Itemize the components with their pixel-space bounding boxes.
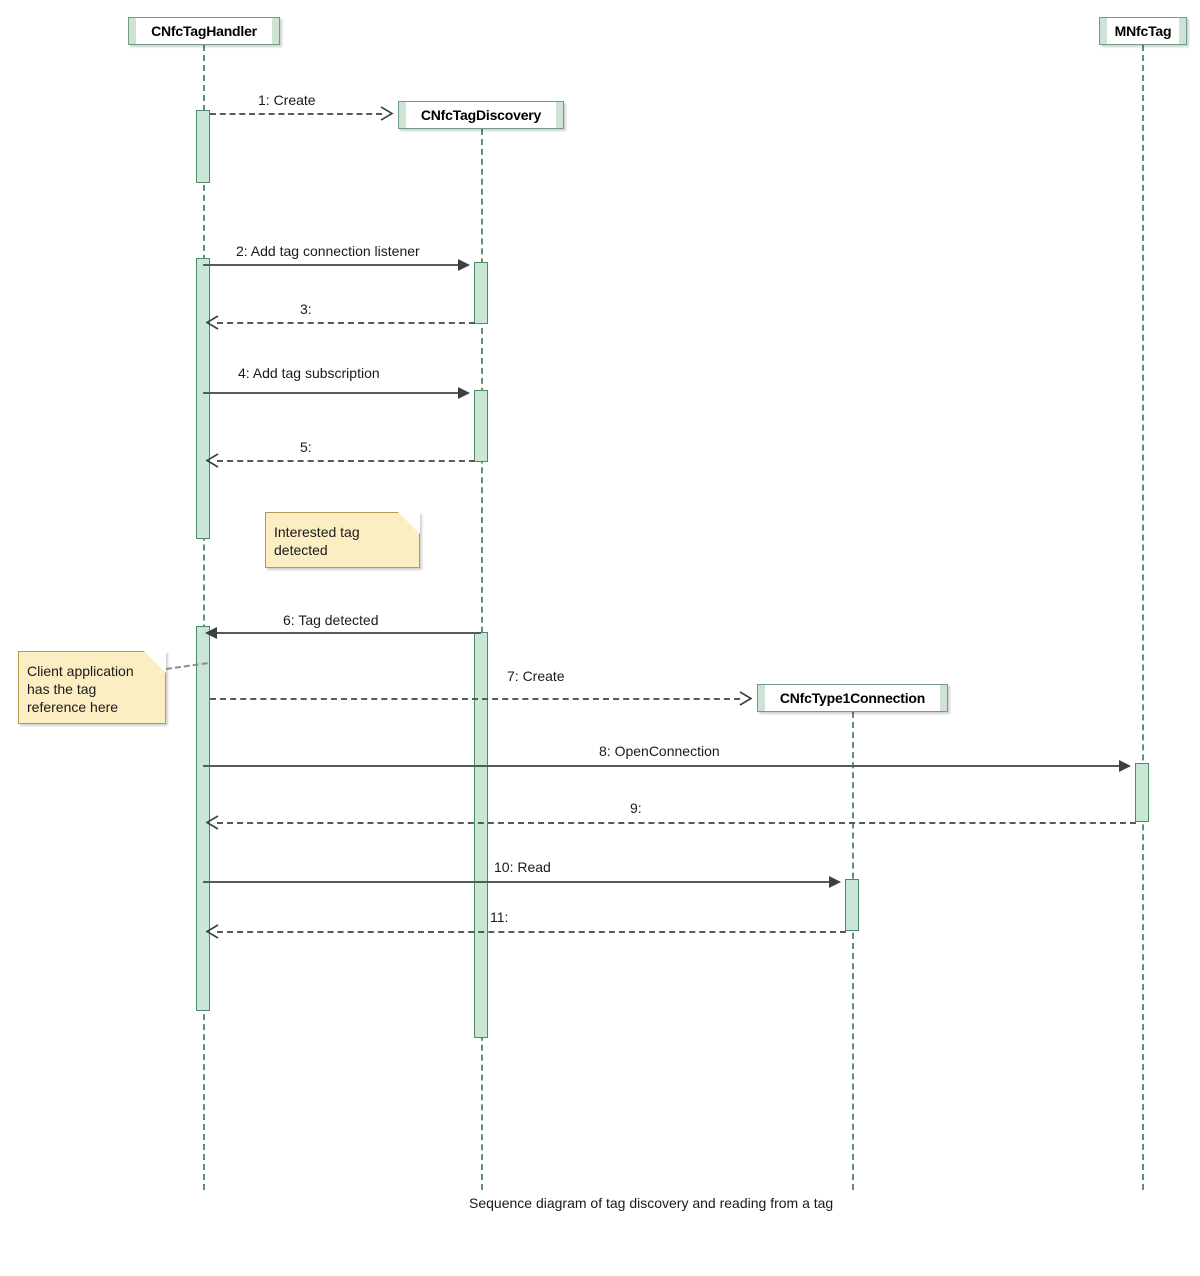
activation-discovery-1[interactable] [474,262,488,324]
activation-connection-1[interactable] [845,879,859,931]
lifeline-label-tag: MNfcTag [1114,23,1172,39]
message-label-5: 5: [300,439,312,455]
note-client-app-line-2: has the tag [27,681,97,697]
lifeline-head-handler[interactable]: CNfcTagHandler [128,17,280,45]
message-label-2: 2: Add tag connection listener [236,243,420,259]
lifeline-head-tag[interactable]: MNfcTag [1099,17,1187,45]
message-label-6: 6: Tag detected [283,612,379,628]
note-interested-tag-line-1: Interested tag [274,524,360,540]
message-line-8[interactable] [203,765,1120,767]
message-label-3: 3: [300,301,312,317]
activation-tag-1[interactable] [1135,763,1149,822]
message-label-1: 1: Create [258,92,316,108]
message-line-10[interactable] [203,881,830,883]
lifeline-head-discovery[interactable]: CNfcTagDiscovery [398,101,564,129]
lifeline-label-discovery: CNfcTagDiscovery [420,107,542,123]
message-label-7: 7: Create [507,668,565,684]
activation-discovery-2[interactable] [474,390,488,462]
note-interested-tag[interactable]: Interested tag detected [265,512,420,568]
note-client-app-line-3: reference here [27,699,119,715]
note-interested-tag-line-2: detected [274,542,328,558]
lifeline-label-connection: CNfcType1Connection [779,690,926,706]
message-line-5[interactable] [217,460,475,462]
message-line-1[interactable] [210,113,382,115]
activation-handler-1[interactable] [196,110,210,183]
note-fold-icon [398,512,420,534]
message-line-4[interactable] [203,392,458,394]
message-label-9: 9: [630,800,642,816]
lifeline-head-connection[interactable]: CNfcType1Connection [757,684,948,712]
message-arrow-8 [1119,760,1131,772]
message-label-11: 11: [490,909,509,925]
message-label-10: 10: Read [494,859,551,875]
message-arrow-10 [829,876,841,888]
note-fold-icon [144,651,166,673]
message-line-7[interactable] [210,698,740,700]
lifeline-stem-connection [852,712,854,1190]
activation-discovery-3[interactable] [474,632,488,1038]
lifeline-label-handler: CNfcTagHandler [151,23,257,39]
note-client-app[interactable]: Client application has the tag reference… [18,651,166,724]
message-line-11[interactable] [217,931,846,933]
message-label-4: 4: Add tag subscription [238,365,380,381]
message-line-6[interactable] [217,632,481,634]
diagram-caption: Sequence diagram of tag discovery and re… [469,1195,834,1211]
message-label-8: 8: OpenConnection [599,743,720,759]
message-arrow-4 [458,387,470,399]
message-line-3[interactable] [217,322,475,324]
activation-handler-2[interactable] [196,258,210,539]
message-arrow-2 [458,259,470,271]
message-line-2[interactable] [203,264,458,266]
message-line-9[interactable] [217,822,1136,824]
activation-handler-3[interactable] [196,626,210,1011]
lifeline-stem-handler [203,45,205,1190]
lifeline-stem-tag [1142,45,1144,1190]
message-arrow-6 [205,627,217,639]
note-client-app-line-1: Client application [27,663,134,679]
